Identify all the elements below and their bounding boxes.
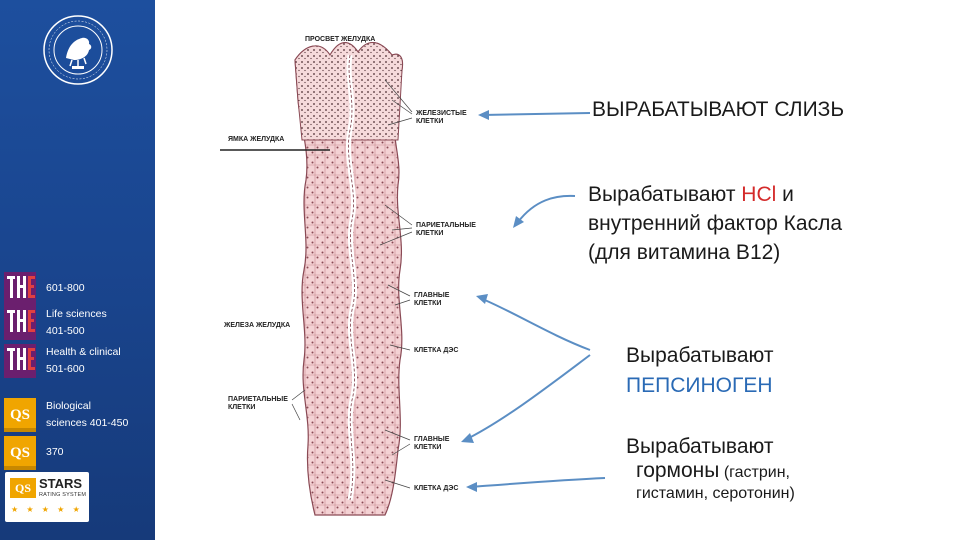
ranking-line: sciences 401-450 [46,417,129,429]
star-rating-icon: ★ ★ ★ ★ ★ [11,505,83,514]
stars-title: STARS [39,476,83,491]
note-horm-line2-a: гормоны [636,459,720,482]
label-chief-cells-2: ГЛАВНЫЕ КЛЕТКИ [414,436,450,451]
qs-logo-icon: QS [4,436,36,470]
note-hcl-line2: внутренний фактор Касла [588,212,843,235]
note-horm-line3: гистамин, серотонин) [636,485,795,502]
the-logo-icon [4,272,36,306]
note-hcl: Вырабатывают HCl и внутренний фактор Кас… [588,180,842,267]
note-mucus: ВЫРАБАТЫВАЮТ СЛИЗЬ [592,98,845,121]
note-pepsin-line1: Вырабатывают [626,344,774,367]
note-hcl-highlight: HCl [741,183,777,206]
ranking-line: 501-600 [46,363,85,375]
ranking-line: 401-500 [46,325,85,337]
arrow-pepsin-1 [479,297,591,351]
label-parietal-cells-2: ПАРИЕТАЛЬНЫЕ КЛЕТКИ [228,396,288,411]
svg-text:QS: QS [10,407,30,423]
note-pepsinogen: Вырабатывают ПЕПСИНОГЕН [626,341,773,401]
the-logo-icon [4,306,36,340]
label-pit: ЯМКА ЖЕЛУДКА [228,136,285,143]
label-chief-cells: ГЛАВНЫЕ КЛЕТКИ [414,292,450,307]
note-hcl-line1-post: и [776,183,794,206]
ranking-line: Health & clinical [46,346,121,358]
the-logo-icon [4,344,36,378]
university-seal-icon [43,15,113,85]
ranking-line: 370 [46,446,64,458]
qs-stars-badge: QS STARS RATING SYSTEM ★ ★ ★ ★ ★ [5,472,89,522]
note-pepsin-line2: ПЕПСИНОГЕН [626,374,773,397]
label-glandular-cells: ЖЕЛЕЗИСТЫЕ КЛЕТКИ [416,110,467,125]
label-parietal-cells: ПАРИЕТАЛЬНЫЕ КЛЕТКИ [416,222,476,237]
svg-text:QS: QS [10,445,30,461]
stars-subtitle: RATING SYSTEM [39,492,87,498]
ranking-line: 601-800 [46,282,85,294]
label-des-cell: КЛЕТКА ДЭС [414,347,459,354]
sidebar: 601-800 Life sciences 401-500 Health & c… [0,0,155,540]
arrow-mucus [481,112,591,116]
note-hcl-line3: (для витамина В12) [588,241,781,264]
note-hormones: Вырабатывают гормоны (гастрин, гистамин,… [626,434,795,504]
note-hcl-line1-pre: Вырабатывают [588,183,742,206]
arrow-pepsin-2 [464,354,591,441]
ranking-line: Life sciences [46,308,107,320]
note-horm-line2-b: (гастрин, [719,464,790,481]
label-des-cell-2: КЛЕТКА ДЭС [414,485,459,492]
arrow-hormones [469,477,606,488]
qs-brand: QS [10,478,36,498]
label-gland: ЖЕЛЕЗА ЖЕЛУДКА [224,322,291,329]
note-horm-line1: Вырабатывают [626,435,774,458]
label-lumen: ПРОСВЕТ ЖЕЛУДКА [305,36,376,43]
ranking-line: Biological [46,400,91,412]
qs-logo-icon: QS [4,398,36,432]
arrow-hcl [517,194,576,223]
